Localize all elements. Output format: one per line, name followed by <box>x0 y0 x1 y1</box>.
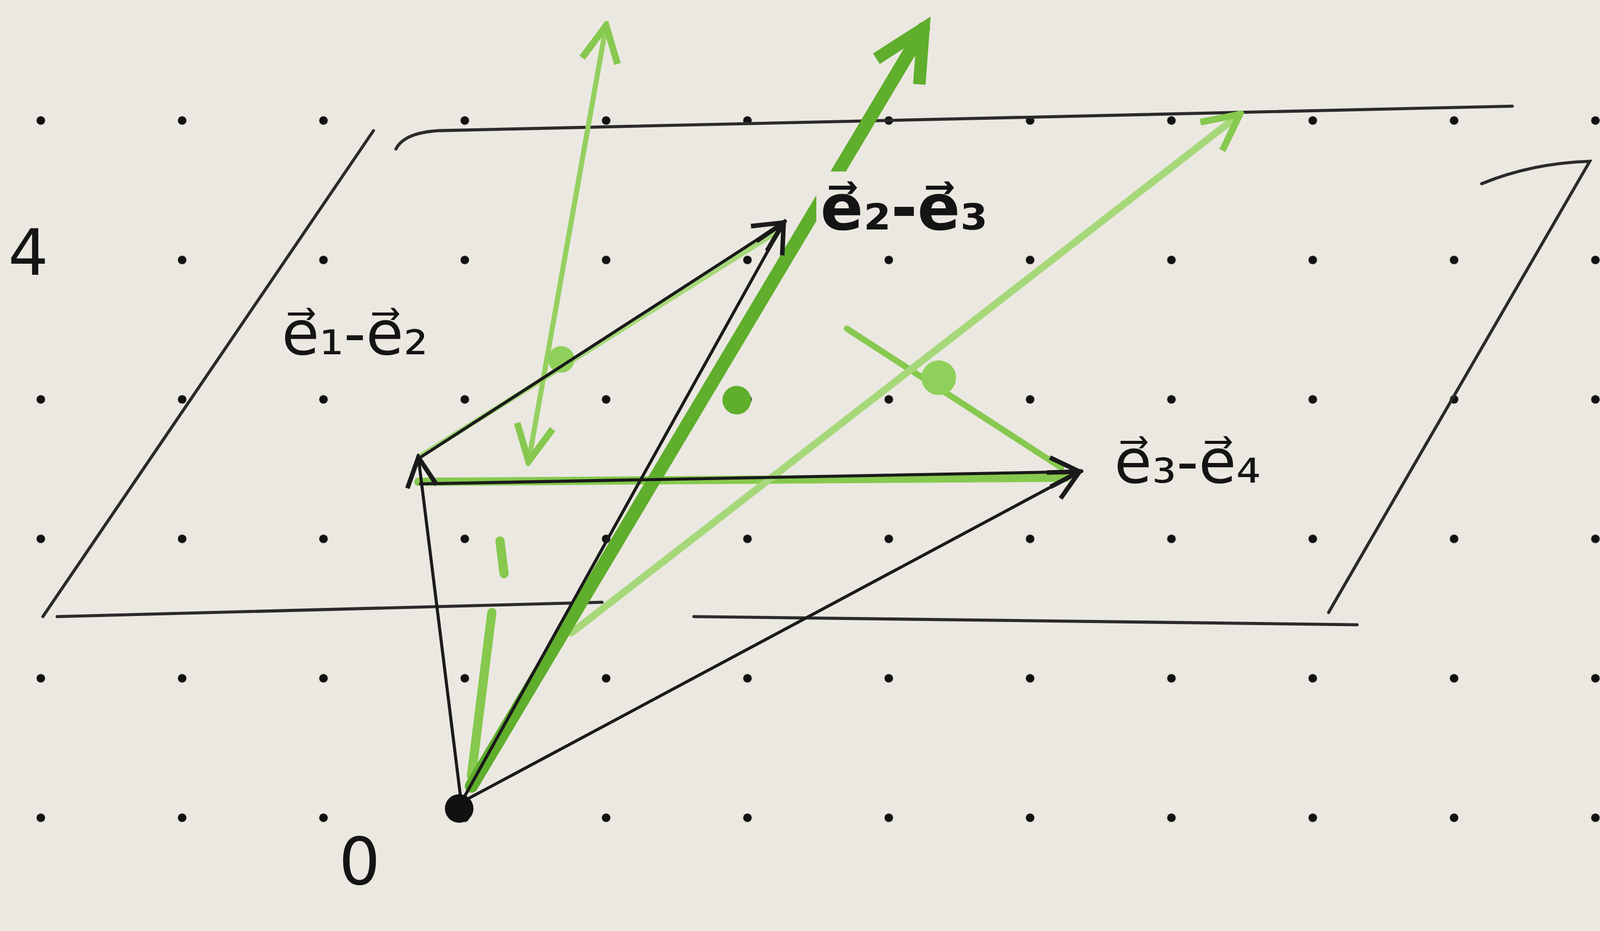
green-normals <box>418 25 1240 786</box>
sketch-path <box>461 471 1080 802</box>
sketch-circle <box>921 360 957 395</box>
black-vectors <box>418 222 1080 823</box>
sketch-path <box>471 28 924 786</box>
sketch-path <box>571 114 1240 633</box>
sketch-path <box>418 457 462 803</box>
sketch-path <box>420 222 784 458</box>
sketch-path <box>1328 161 1590 613</box>
vector-label: e⃗₂-e⃗₃ <box>816 171 992 245</box>
sketch-circle <box>445 793 474 823</box>
sketch-path <box>57 602 1358 625</box>
edge-number: 4 <box>4 216 53 290</box>
vector-label: e⃗₃-e⃗₄ <box>1110 426 1266 497</box>
sketch-path <box>395 106 1512 149</box>
sketch-circle <box>722 385 751 415</box>
sketch-path <box>42 130 374 617</box>
sketch-path <box>528 25 607 462</box>
vector-label: e⃗₁-e⃗₂ <box>277 297 433 369</box>
origin-label: 0 <box>334 824 385 900</box>
sketch-path <box>420 471 1080 484</box>
plane-outline <box>42 106 1590 625</box>
